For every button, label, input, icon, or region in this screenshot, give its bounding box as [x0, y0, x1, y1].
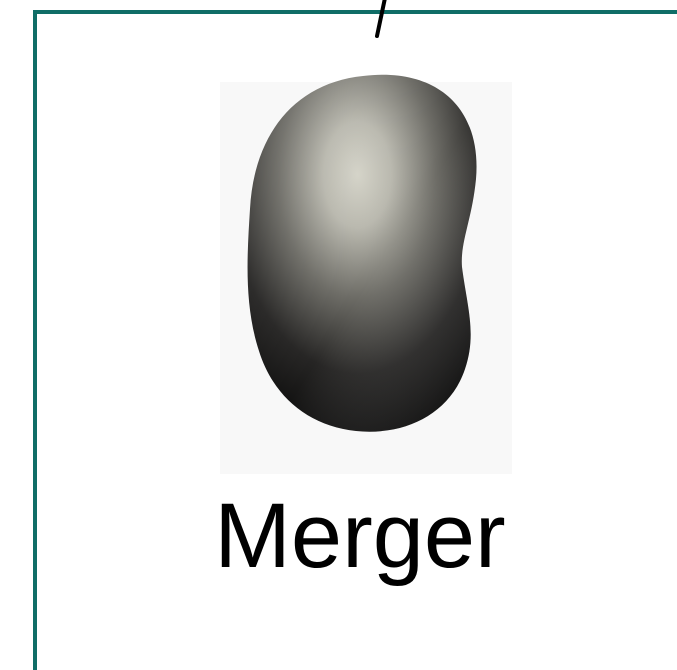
panel-frame — [33, 10, 677, 670]
connector-stroke-icon — [375, 0, 387, 38]
merger-label: Merger — [214, 485, 506, 587]
bean-blob-icon — [247, 74, 477, 432]
